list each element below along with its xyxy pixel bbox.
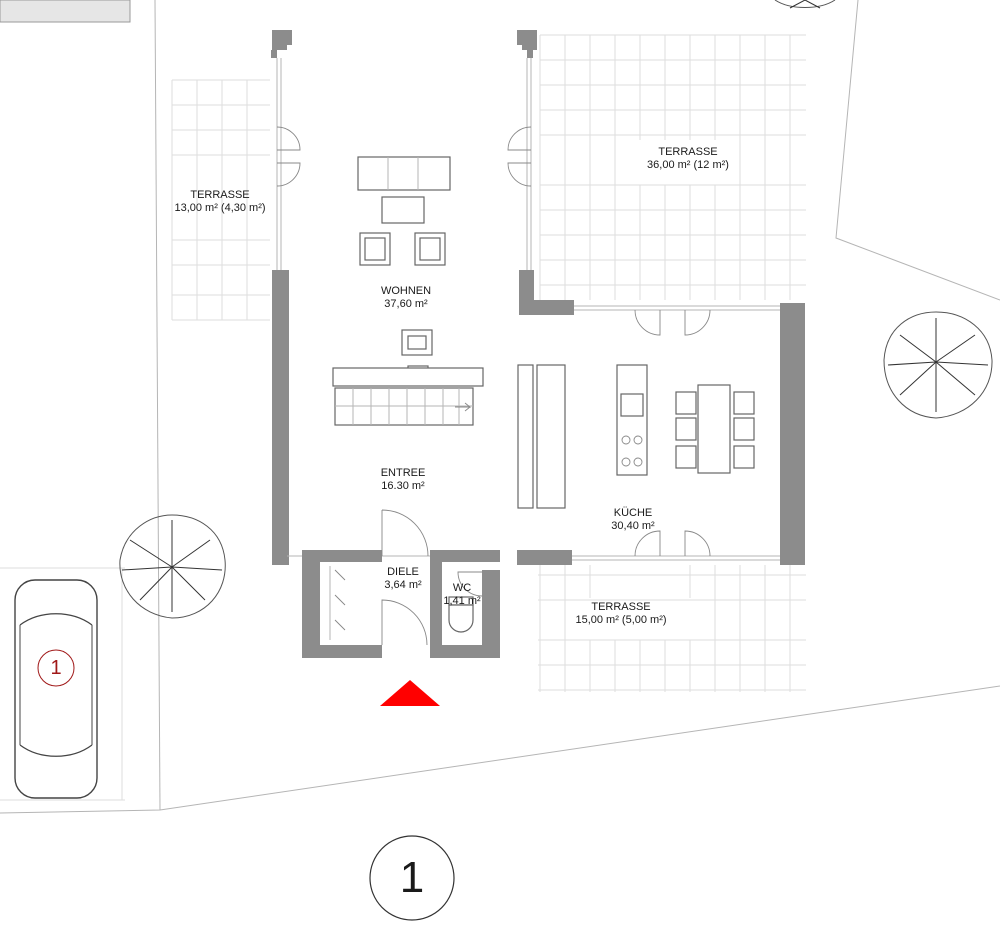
room-area: 36,00 m² (12 m²) (647, 159, 729, 171)
staircase (332, 365, 484, 426)
terrasse-north-label: TERRASSE 36,00 m² (12 m²) (647, 146, 729, 172)
room-area: 1,41 m² (443, 595, 481, 607)
terrace-grid-west (171, 79, 270, 321)
terrace-grid-north (539, 34, 806, 300)
room-area: 37,60 m² (384, 298, 428, 310)
terrasse-south-label: TERRASSE 15,00 m² (5,00 m²) (575, 601, 666, 627)
room-name: TERRASSE (190, 189, 250, 201)
room-area: 13,00 m² (4,30 m²) (174, 202, 266, 214)
room-area: 16.30 m² (381, 480, 425, 492)
tree-icon (883, 311, 993, 419)
room-name: ENTREE (380, 467, 426, 479)
tree-icon (774, 0, 836, 9)
room-name: TERRASSE (591, 601, 651, 613)
wohnen-label: WOHNEN 37,60 m² (381, 285, 431, 311)
living-furniture (357, 156, 451, 356)
tree-icon (119, 514, 226, 619)
car-icon (14, 579, 98, 799)
entree-label: ENTREE 16.30 m² (381, 467, 426, 493)
entrance-arrow-icon (380, 680, 440, 706)
kueche-label: KÜCHE 30,40 m² (611, 507, 654, 533)
room-area: 15,00 m² (5,00 m²) (575, 614, 667, 626)
terrasse-west-label: TERRASSE 13,00 m² (4,30 m²) (174, 189, 265, 215)
doors (276, 126, 711, 646)
room-name: WOHNEN (380, 285, 432, 297)
room-name: KÜCHE (613, 507, 653, 519)
glazing (276, 58, 780, 561)
property-boundary (0, 0, 1000, 814)
room-area: 30,40 m² (611, 520, 655, 532)
level-marker-circle (369, 835, 455, 921)
diele-wc-fixtures (329, 566, 474, 640)
diele-label: DIELE 3,64 m² (384, 566, 421, 592)
room-name: WC (452, 582, 472, 594)
room-name: TERRASSE (658, 146, 718, 158)
terrace-grid-south (538, 565, 806, 692)
walls (271, 30, 805, 658)
parking-grid (0, 567, 125, 801)
parking-space-number: 1 (50, 657, 62, 679)
level-marker-label: 1 (399, 853, 425, 902)
kitchen-furniture (517, 364, 755, 509)
wc-label: WC 1,41 m² (443, 582, 480, 608)
neighbor-building (0, 0, 131, 23)
room-area: 3,64 m² (384, 579, 422, 591)
room-name: DIELE (387, 566, 419, 578)
